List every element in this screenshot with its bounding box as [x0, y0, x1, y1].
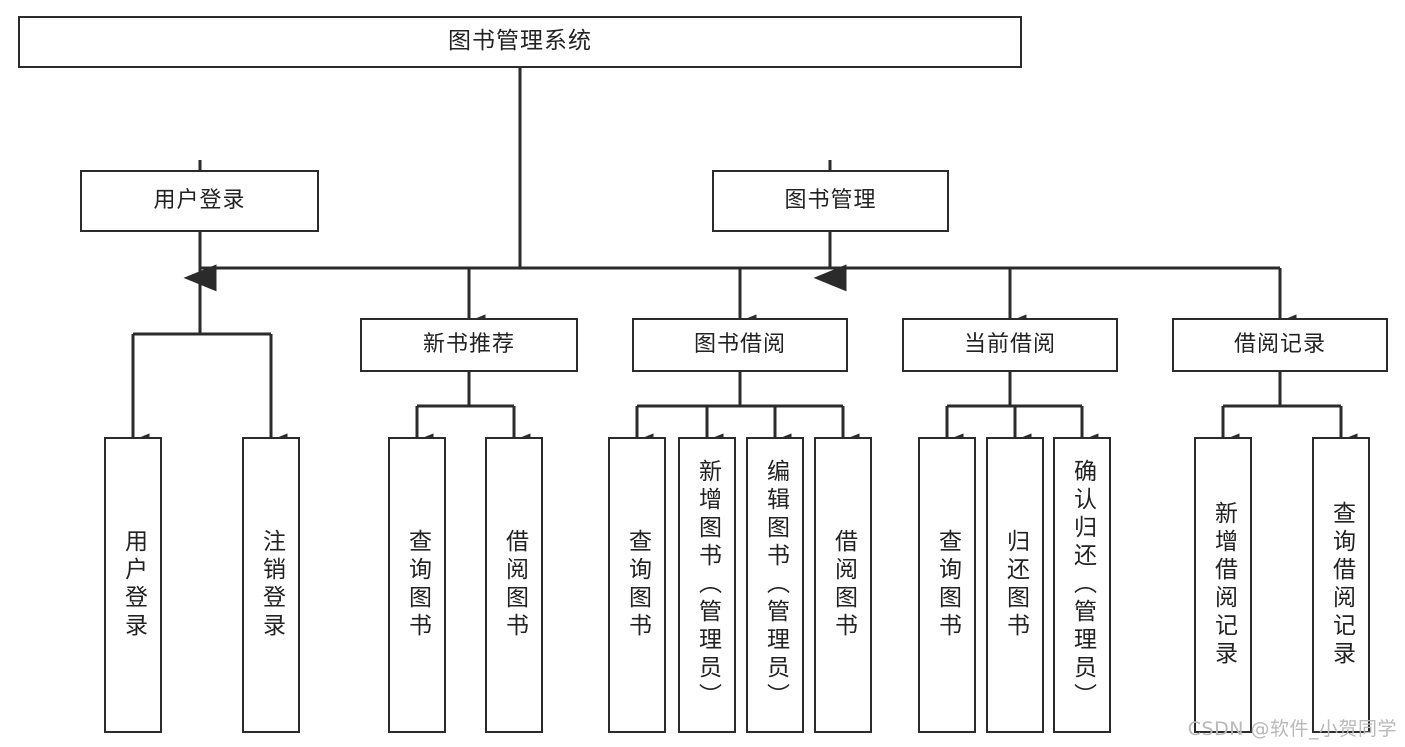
leaf-record-add[interactable]: 新增借阅记录	[1194, 437, 1252, 733]
node-book-management[interactable]: 图书管理	[712, 170, 949, 232]
leaf-borrow-edit-book[interactable]: 编辑图书（管理员）	[746, 437, 804, 733]
node-label: 借阅图书	[830, 529, 857, 641]
node-label: 新增图书（管理员）	[694, 459, 721, 711]
node-borrow-record[interactable]: 借阅记录	[1172, 318, 1388, 372]
node-user-login[interactable]: 用户登录	[80, 170, 319, 232]
leaf-borrow-borrow-book[interactable]: 借阅图书	[814, 437, 872, 733]
leaf-current-confirm-return[interactable]: 确认归还（管理员）	[1053, 437, 1111, 733]
node-label: 查询借阅记录	[1328, 501, 1355, 669]
leaf-new-book-borrow[interactable]: 借阅图书	[485, 437, 543, 733]
node-label: 查询图书	[624, 529, 651, 641]
node-label: 注销登录	[258, 529, 285, 641]
node-label: 图书管理系统	[448, 28, 592, 55]
leaf-borrow-query-book[interactable]: 查询图书	[608, 437, 666, 733]
node-label: 归还图书	[1002, 529, 1029, 641]
leaf-current-query-book[interactable]: 查询图书	[918, 437, 976, 733]
node-label: 新增借阅记录	[1210, 501, 1237, 669]
node-label: 新书推荐	[422, 332, 515, 358]
node-root-book-management-system[interactable]: 图书管理系统	[18, 16, 1022, 68]
leaf-logout[interactable]: 注销登录	[242, 437, 300, 733]
node-label: 查询图书	[404, 529, 431, 641]
node-label: 查询图书	[934, 529, 961, 641]
node-label: 图书管理	[784, 188, 877, 214]
node-label: 图书借阅	[693, 332, 786, 358]
node-label: 当前借阅	[963, 332, 1056, 358]
leaf-borrow-add-book[interactable]: 新增图书（管理员）	[678, 437, 736, 733]
leaf-user-login[interactable]: 用户登录	[104, 437, 162, 733]
node-book-borrow[interactable]: 图书借阅	[632, 318, 848, 372]
leaf-current-return-book[interactable]: 归还图书	[986, 437, 1044, 733]
leaf-new-book-query[interactable]: 查询图书	[388, 437, 446, 733]
node-label: 用户登录	[153, 188, 246, 214]
node-new-book-recommend[interactable]: 新书推荐	[360, 318, 578, 372]
node-current-borrow[interactable]: 当前借阅	[902, 318, 1118, 372]
leaf-record-query[interactable]: 查询借阅记录	[1312, 437, 1370, 733]
node-label: 确认归还（管理员）	[1069, 459, 1096, 711]
node-label: 借阅图书	[501, 529, 528, 641]
node-label: 编辑图书（管理员）	[762, 459, 789, 711]
node-label: 用户登录	[120, 529, 147, 641]
node-label: 借阅记录	[1233, 332, 1326, 358]
csdn-watermark: CSDN @软件_小贺同学	[1187, 718, 1397, 740]
